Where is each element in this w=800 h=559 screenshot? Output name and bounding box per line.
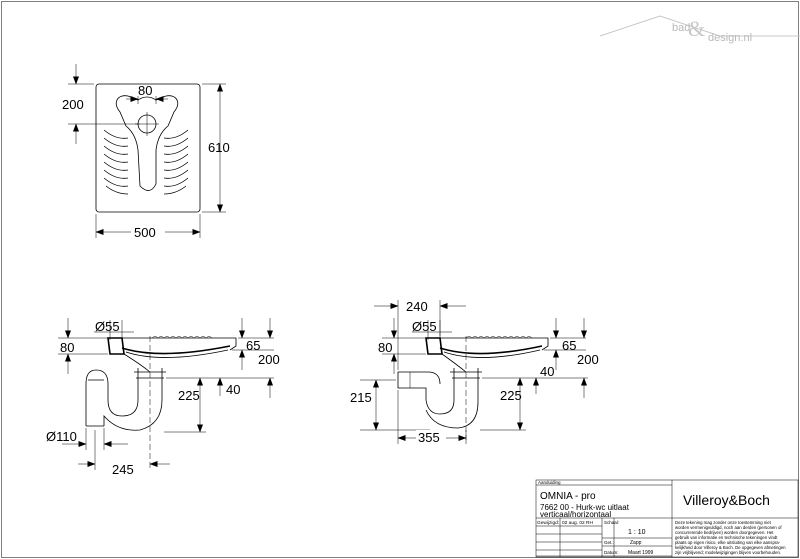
dim-dia55-horizontal: Ø55 bbox=[412, 319, 437, 334]
svg-text:concurrerende bedrijven) worde: concurrerende bedrijven) worden doorgege… bbox=[675, 530, 774, 535]
dim-200-top: 200 bbox=[62, 97, 84, 112]
svg-text:kelijkheid door Villeroy & Boc: kelijkheid door Villeroy & Boch. De opge… bbox=[675, 545, 786, 550]
foot-treads-left bbox=[103, 129, 129, 195]
dim-40-vertical: 40 bbox=[226, 382, 240, 397]
dim-dia55-vertical: Ø55 bbox=[95, 319, 120, 334]
rim-top bbox=[122, 337, 237, 351]
title-block: Aanduiding OMNIA - pro 7662 00 - Hurk-wc… bbox=[535, 479, 799, 558]
brand-villeroy-boch: Villeroy&Boch bbox=[683, 492, 770, 508]
dim-225-vertical: 225 bbox=[178, 388, 200, 403]
product-name: OMNIA - pro bbox=[540, 491, 596, 502]
dim-200-vertical: 200 bbox=[258, 352, 280, 367]
svg-text:plaats op eigen risico, elke u: plaats op eigen risico, elke uitsluiting… bbox=[675, 540, 781, 545]
description-line2: verticaal/horizontaal bbox=[540, 510, 611, 519]
datum-label: Datum: bbox=[604, 550, 619, 555]
dim-610: 610 bbox=[208, 140, 230, 155]
dim-80-vertical: 80 bbox=[60, 340, 74, 355]
outlet-pipe bbox=[134, 368, 166, 382]
svg-text:zijn vrijblijvend; modelwijzig: zijn vrijblijvend; modelwijzigingen blij… bbox=[675, 550, 781, 555]
dim-80-top: 80 bbox=[138, 83, 152, 98]
dim-40-horizontal: 40 bbox=[540, 364, 554, 379]
svg-text:Deze tekening mag zonder onze: Deze tekening mag zonder onze toestemmin… bbox=[675, 520, 772, 525]
rim-left bbox=[107, 337, 125, 355]
datum-value: Maart 1999 bbox=[628, 550, 654, 556]
svg-text:worden vermenigvuldigd, noch a: worden vermenigvuldigd, noch aan derden … bbox=[675, 525, 782, 530]
dim-dia110: Ø110 bbox=[46, 429, 77, 444]
dim-200-horizontal: 200 bbox=[577, 352, 599, 367]
top-view: 80 200 610 500 bbox=[62, 64, 230, 240]
p-trap bbox=[397, 371, 479, 429]
gewijzigd-value: 02 aug. 02 RH bbox=[562, 520, 593, 526]
bowl-slope bbox=[121, 345, 231, 355]
rim-left-h bbox=[425, 337, 443, 355]
top-view-outline bbox=[95, 83, 201, 213]
disclaimer-text: Deze tekening mag zonder onze toestemmin… bbox=[675, 520, 786, 555]
dim-65-vertical: 65 bbox=[246, 338, 260, 353]
bad-en-design-logo: bad & design.nl bbox=[599, 15, 800, 44]
dim-245: 245 bbox=[112, 462, 134, 477]
foot-treads-right bbox=[163, 129, 189, 195]
logo-text-right: design.nl bbox=[708, 32, 752, 44]
dim-80-horizontal: 80 bbox=[378, 340, 392, 355]
schaal-value: 1 : 10 bbox=[628, 529, 646, 536]
title-header-label: Aanduiding bbox=[538, 480, 561, 485]
svg-text:gebruik van informatie en tech: gebruik van informatie en technische tek… bbox=[675, 535, 778, 540]
dim-215: 215 bbox=[350, 390, 372, 405]
getekend-value: Zapp bbox=[630, 540, 642, 546]
dim-500: 500 bbox=[134, 225, 156, 240]
dim-65-horizontal: 65 bbox=[562, 338, 576, 353]
pan-outline bbox=[115, 95, 179, 191]
side-view-horizontal: 240 Ø55 80 65 200 40 225 215 355 bbox=[350, 299, 599, 445]
gewijzigd-label: Gewijzigd: bbox=[537, 520, 559, 526]
logo-text-left: bad bbox=[672, 22, 690, 34]
logo-ampersand: & bbox=[688, 16, 705, 41]
description-line1: 7662 00 - Hurk-wc uitlaat bbox=[540, 503, 630, 512]
dim-355: 355 bbox=[418, 430, 440, 445]
dim-225-horizontal: 225 bbox=[500, 388, 522, 403]
side-view-vertical: 80 Ø55 65 200 40 225 Ø110 245 bbox=[46, 318, 280, 477]
getekend-label: Get.: bbox=[604, 540, 614, 545]
dim-240: 240 bbox=[406, 299, 428, 314]
schaal-label: Schaal: bbox=[604, 520, 619, 525]
s-trap bbox=[85, 369, 163, 431]
